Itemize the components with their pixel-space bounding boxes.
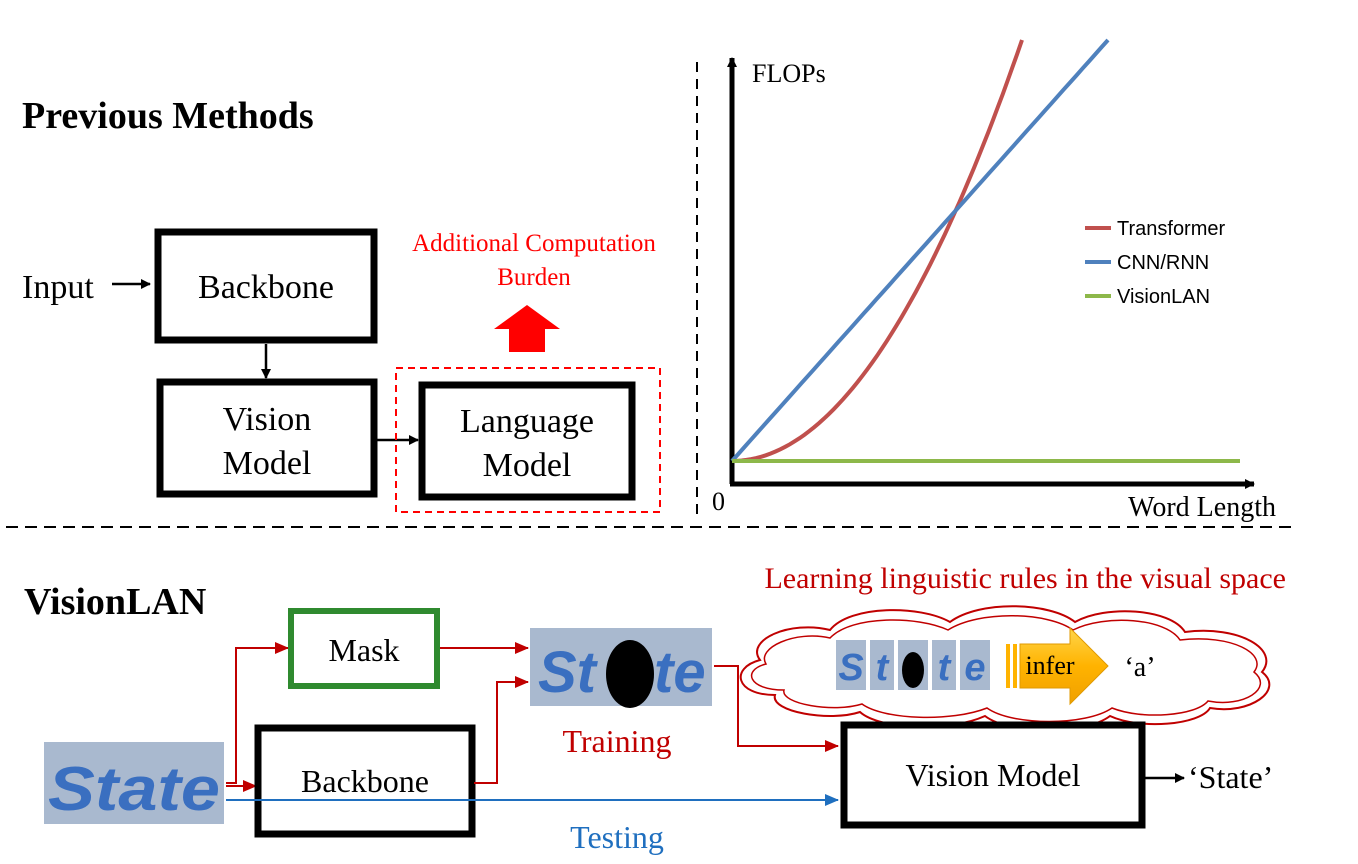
cloud-caption: Learning linguistic rules in the visual …	[764, 562, 1286, 595]
mask-box	[288, 608, 440, 689]
x-axis-label: Word Length	[1128, 492, 1276, 523]
input-label: Input	[22, 269, 94, 306]
svg-text:State: State	[48, 755, 220, 824]
masked-word-to-vision-path	[714, 665, 839, 752]
language-model-box	[418, 381, 636, 501]
origin-label: 0	[712, 487, 725, 516]
vision-model-box-bottom	[840, 721, 1146, 829]
visionlan-heading: VisionLAN	[24, 581, 206, 623]
predicted-char: ‘a’	[1124, 652, 1155, 683]
cloud-char-2: t	[876, 647, 890, 689]
mask-label: Mask	[328, 632, 399, 668]
testing-label: Testing	[570, 819, 664, 855]
backbone-to-masked-word-path	[474, 676, 529, 784]
language-model-label-line1: Language	[460, 403, 594, 440]
vision-model-box	[156, 378, 378, 498]
language-model-dashed-frame	[395, 367, 661, 513]
input-word-image: State	[44, 742, 224, 824]
previous-methods-heading: Previous Methods	[22, 95, 314, 137]
legend-label-3: VisionLAN	[1117, 286, 1210, 308]
infer-arrow: infer	[1006, 626, 1109, 706]
training-label: Training	[562, 723, 671, 759]
infer-label: infer	[1025, 651, 1074, 680]
annotation-line1: Additional Computation	[412, 230, 656, 257]
backbone-label: Backbone	[198, 269, 334, 306]
series-line-cnn-rnn	[730, 38, 1110, 463]
vision-model-label-bottom: Vision Model	[906, 757, 1081, 793]
annotation-line2: Burden	[497, 264, 571, 291]
backbone-label-bottom: Backbone	[301, 763, 429, 799]
backbone-box	[154, 228, 378, 344]
cloud-char-1: S	[838, 647, 863, 689]
output-label: ‘State’	[1188, 759, 1273, 795]
vision-model-label-line1: Vision	[223, 401, 312, 438]
masked-word-image: St te	[530, 628, 712, 708]
y-axis-label: FLOPs	[752, 59, 826, 88]
input-to-mask-path	[226, 642, 289, 784]
burden-up-arrow	[494, 305, 560, 352]
series-line-transformer	[731, 39, 1024, 463]
cloud-char-3: t	[938, 647, 952, 689]
thought-cloud	[739, 605, 1271, 732]
chart-lines	[730, 38, 1240, 463]
vision-model-label-line2: Model	[223, 445, 312, 482]
backbone-box-bottom	[254, 724, 476, 838]
cloud-char-tiles: S t t e	[836, 640, 990, 690]
svg-text:te: te	[654, 640, 706, 705]
language-model-label-line2: Model	[483, 447, 572, 484]
legend-label-1: Transformer	[1117, 218, 1226, 240]
cloud-char-4: e	[964, 647, 985, 689]
svg-text:St: St	[538, 640, 599, 705]
legend-label-2: CNN/RNN	[1117, 252, 1209, 274]
